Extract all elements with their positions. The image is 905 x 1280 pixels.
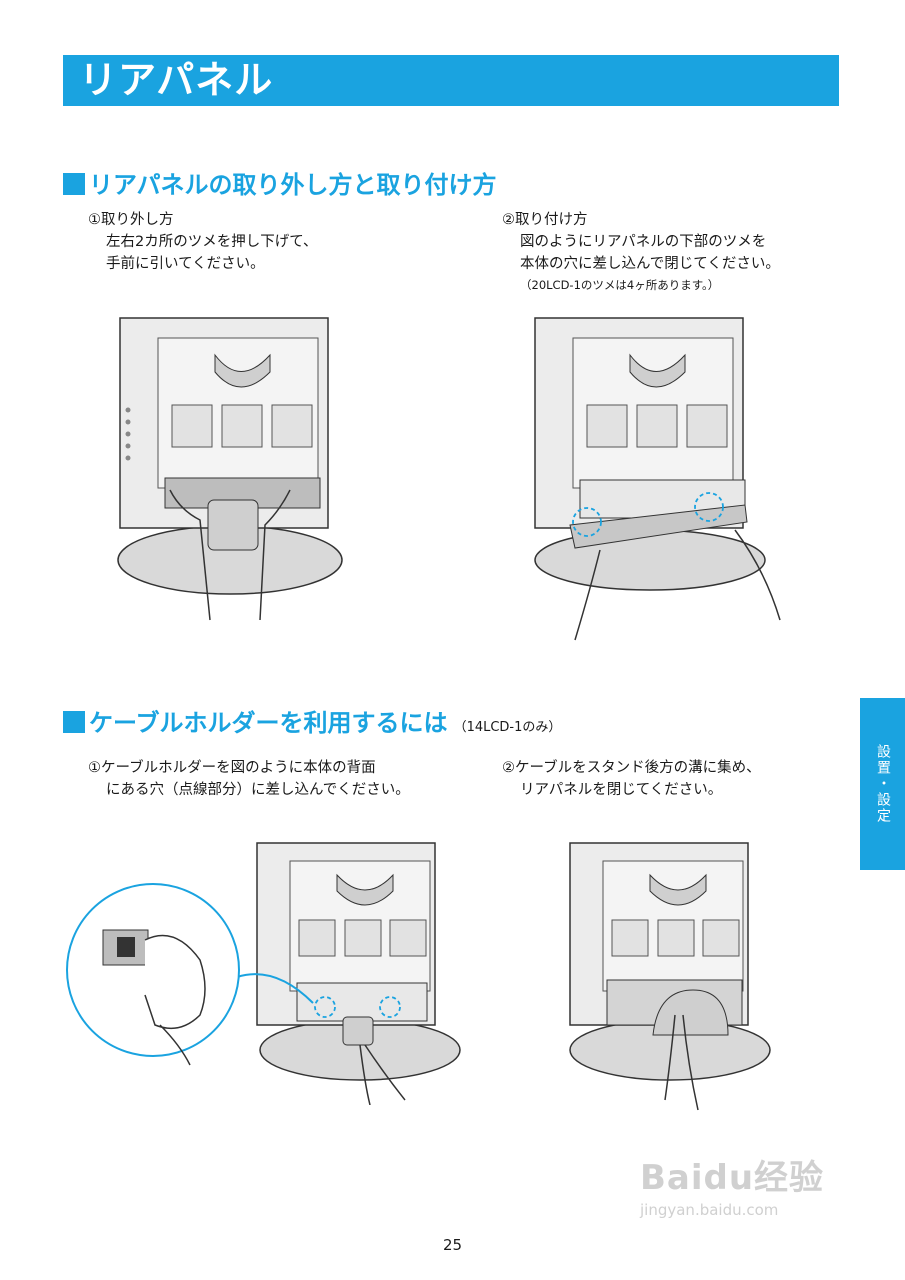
cable-holder-insert-illustration [66, 842, 461, 1105]
step2-label: ②取り付け方 [502, 212, 588, 228]
section1-step1: ①取り外し方 左右2カ所のツメを押し下げて、 手前に引いてください。 [88, 209, 318, 275]
step2-note: （20LCD-1のツメは4ヶ所あります。） [520, 278, 720, 292]
section1-heading: リアパネルの取り外し方と取り付け方 [63, 165, 497, 200]
step2-line2: 本体の穴に差し込んで閉じてください。 [520, 256, 780, 272]
page-number: 25 [442, 1236, 463, 1254]
section2-heading: ケーブルホルダーを利用するには （14LCD-1のみ） [63, 703, 561, 738]
section1-title: リアパネルの取り外し方と取り付け方 [89, 171, 497, 199]
s2-step2-line2: リアパネルを閉じてください。 [520, 782, 723, 798]
page-title: リアパネル [79, 58, 274, 102]
step1-line1: 左右2カ所のツメを押し下げて、 [106, 234, 318, 250]
section2-title: ケーブルホルダーを利用するには [89, 709, 448, 737]
monitor-rear-attach-illustration [534, 317, 781, 641]
square-bullet-icon [63, 711, 85, 733]
section2-step2: ②ケーブルをスタンド後方の溝に集め、 リアパネルを閉じてください。 [502, 757, 761, 801]
step1-label: ①取り外し方 [88, 212, 174, 228]
page-banner: リアパネル [63, 55, 839, 106]
s2-step1-line1: ①ケーブルホルダーを図のように本体の背面 [88, 760, 376, 776]
step1-line2: 手前に引いてください。 [106, 256, 265, 272]
s2-step2-line1: ②ケーブルをスタンド後方の溝に集め、 [502, 760, 761, 776]
section2-step1: ①ケーブルホルダーを図のように本体の背面 にある穴（点線部分）に差し込んでくださ… [88, 757, 410, 801]
step2-line1: 図のようにリアパネルの下部のツメを [520, 234, 767, 250]
s2-step1-line2: にある穴（点線部分）に差し込んでください。 [106, 782, 410, 798]
section1-step2: ②取り付け方 図のようにリアパネルの下部のツメを 本体の穴に差し込んで閉じてくだ… [502, 209, 780, 295]
watermark-url: jingyan.baidu.com [640, 1201, 779, 1219]
watermark: Baidu经验 jingyan.baidu.com [640, 1150, 840, 1219]
section-side-tab: 設置・設定 [860, 698, 905, 870]
monitor-rear-removal-illustration [117, 317, 343, 621]
cable-routing-illustration [569, 842, 771, 1111]
square-bullet-icon [63, 173, 85, 195]
section2-note: （14LCD-1のみ） [453, 720, 562, 735]
watermark-brand: Baidu经验 [640, 1158, 825, 1198]
